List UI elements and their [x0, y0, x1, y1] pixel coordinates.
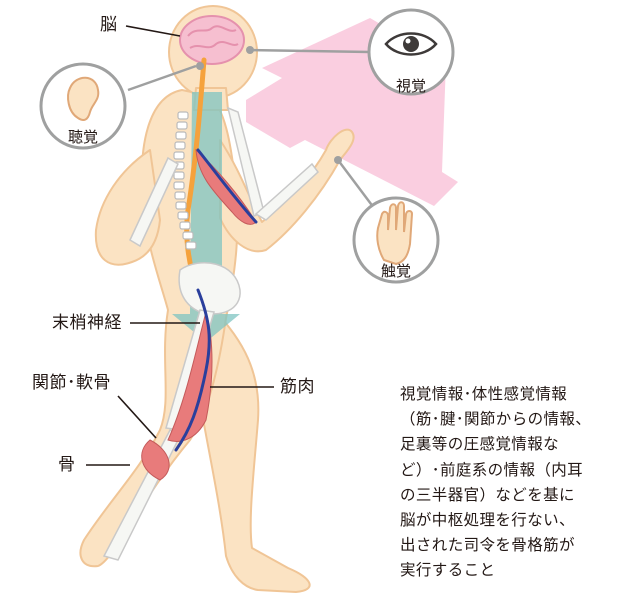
description-line: 出された司令を骨格筋が: [400, 533, 636, 558]
bone-label: 骨: [58, 455, 76, 475]
description-line: 脳が中枢処理を行ない、: [400, 508, 636, 533]
description-line: 足裏等の圧感覚情報な: [400, 432, 636, 457]
description: 視覚情報･体性感覚情報 （筋･腱･関節からの情報、 足裏等の圧感覚情報な ど）･…: [400, 382, 636, 584]
brain-icon: [180, 16, 244, 64]
touch-label: 触覚: [356, 262, 436, 280]
muscle-label: 筋肉: [280, 377, 315, 397]
vision-label: 視覚: [371, 77, 451, 95]
eye-icon: [386, 34, 436, 55]
description-line: ど）･前庭系の情報（内耳: [400, 458, 636, 483]
description-line: 視覚情報･体性感覚情報: [400, 382, 636, 407]
hearing-label: 聴覚: [43, 128, 123, 146]
description-line: 実行すること: [400, 558, 636, 583]
description-line: の三半器官）などを基に: [400, 483, 636, 508]
description-line: （筋･腱･関節からの情報、: [400, 407, 636, 432]
peripheral-nerve-label: 末梢神経: [52, 313, 122, 333]
brain-label: 脳: [100, 15, 118, 35]
joint-cartilage-label: 関節･軟骨: [32, 373, 111, 393]
